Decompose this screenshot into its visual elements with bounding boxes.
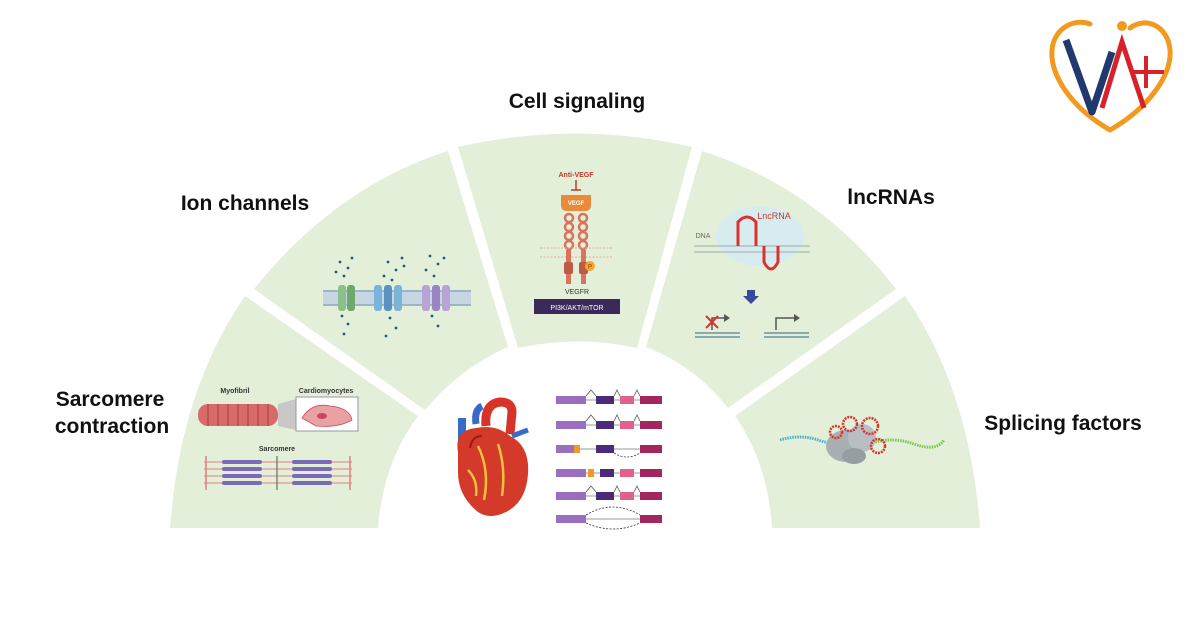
lncrna-illustration: DNA LncRNA	[694, 206, 810, 338]
channel-purple	[422, 285, 450, 311]
pathway-box	[534, 299, 620, 314]
label-sarcomere-line1: Sarcomere	[56, 388, 165, 411]
pulmonary-vein	[511, 427, 529, 439]
cell-signaling-illustration: Anti-VEGF VEGF P VEGFR PI3K/AKT/mTOR	[534, 172, 620, 314]
pulmonary-artery	[472, 402, 484, 425]
logo-heart-right	[1107, 20, 1173, 133]
logo-a	[1099, 33, 1147, 109]
anti-vegf-label: Anti-VEGF	[559, 172, 595, 179]
label-lncrnas: lncRNAs	[847, 186, 935, 209]
logo-v	[1062, 38, 1116, 116]
vegfr-label: VEGFR	[565, 289, 589, 296]
brand-logo	[1049, 19, 1173, 133]
down-arrow-icon	[743, 290, 759, 304]
isoform-row	[556, 506, 662, 530]
dna-label: DNA	[696, 233, 711, 240]
label-ion-channels: Ion channels	[181, 192, 309, 215]
panel-lncrnas	[646, 151, 896, 408]
channel-blue	[374, 285, 402, 311]
spliceosome-complex	[826, 415, 887, 464]
cardiomyocytes-label: Cardiomyocytes	[299, 388, 354, 395]
pathway-label: PI3K/AKT/mTOR	[550, 305, 603, 312]
ion-channels-illustration	[323, 254, 471, 338]
block-x-icon	[705, 315, 719, 329]
label-sarcomere-line2: contraction	[55, 415, 169, 438]
phospho-label: P	[588, 265, 592, 271]
sarcomere-filaments	[204, 456, 352, 490]
lncrna-label: LncRNA	[757, 211, 791, 221]
gene-on	[764, 314, 809, 338]
isoform-rows	[556, 389, 662, 530]
logo-cross	[1130, 56, 1164, 88]
vegf-label: VEGF	[568, 201, 585, 207]
dna-strand	[694, 245, 810, 253]
channel-green	[338, 285, 355, 311]
sarcomere-sub-label: Sarcomere	[259, 446, 295, 453]
panel-ion-channels	[254, 151, 508, 410]
isoform-row	[556, 485, 662, 500]
vegf-ligand	[561, 195, 591, 211]
isoform-row	[556, 469, 662, 477]
sarcomere-illustration: Myofibril Cardiomyocytes Sarcomere	[198, 388, 359, 490]
panel-splicing	[735, 296, 980, 528]
logo-heart-outline	[1049, 19, 1113, 133]
phospho-group	[585, 261, 595, 271]
heart-illustration	[457, 397, 529, 516]
lncrna-hairpin	[736, 215, 780, 271]
myofibril-bundle	[198, 404, 278, 426]
isoform-row	[556, 414, 662, 429]
vegfr-receptor	[563, 212, 589, 251]
coronary-vessels	[467, 443, 505, 501]
fan-panels	[170, 133, 980, 528]
gene-off	[695, 314, 740, 338]
myofibril-label: Myofibril	[220, 388, 249, 395]
splicing-illustration	[779, 415, 946, 464]
logo-dot	[1117, 21, 1127, 31]
isoform-row	[556, 445, 662, 458]
ion-dots	[334, 254, 446, 338]
isoform-row	[556, 389, 662, 404]
category-labels: Cell signaling Ion channels lncRNAs Sarc…	[55, 90, 1142, 438]
aorta	[481, 397, 517, 435]
label-cell-signaling: Cell signaling	[509, 90, 646, 113]
label-splicing-factors: Splicing factors	[984, 412, 1142, 435]
panel-cell-signaling	[458, 133, 692, 348]
